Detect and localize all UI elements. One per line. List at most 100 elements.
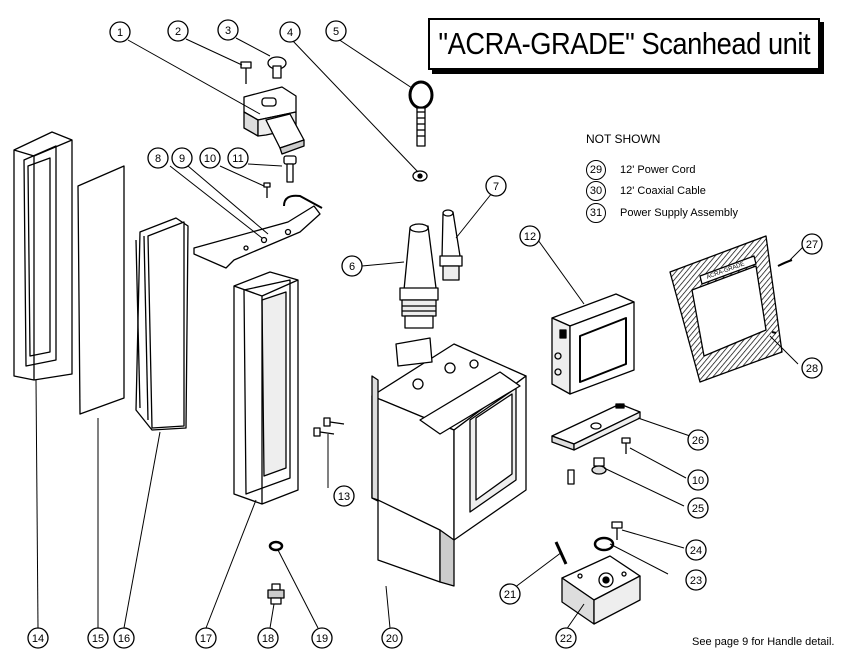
part-28-faceplate: ACRA-GRADE [669, 235, 783, 383]
callout-number: 4 [287, 27, 293, 39]
callout-2: 2 [167, 20, 189, 42]
part-25-fitting [567, 457, 607, 485]
part-4-nut [412, 170, 428, 182]
not-shown-item: 30 12' Coaxial Cable [586, 181, 706, 201]
callout-number: 3 [225, 25, 231, 37]
part-16-cushion [135, 217, 189, 431]
callout-number: 9 [179, 153, 185, 165]
callout-18: 18 [257, 627, 279, 649]
callout-number: 5 [333, 26, 339, 38]
part-27-screw [777, 259, 793, 267]
part-1-bracket [243, 86, 305, 155]
callout-number: 14 [32, 633, 44, 645]
not-shown-label: 12' Power Cord [620, 164, 696, 176]
not-shown-number: 29 [586, 160, 606, 180]
callout-3: 3 [217, 19, 239, 41]
callout-9: 9 [171, 147, 193, 169]
callout-7: 7 [485, 175, 507, 197]
title-box: "ACRA-GRADE" Scanhead unit [428, 18, 820, 70]
callout-10: 10 [199, 147, 221, 169]
callout-22: 22 [555, 627, 577, 649]
not-shown-number: 30 [586, 181, 606, 201]
not-shown-item: 31 Power Supply Assembly [586, 203, 738, 223]
callout-24: 24 [685, 539, 707, 561]
callout-8: 8 [147, 147, 169, 169]
part-20-housing [371, 337, 527, 587]
callout-number: 10 [204, 153, 216, 165]
callout-number: 22 [560, 633, 572, 645]
part-26-plate [551, 403, 641, 451]
not-shown-item: 29 12' Power Cord [586, 160, 695, 180]
part-7-connector [439, 209, 463, 281]
part-3-knob [267, 56, 287, 79]
callout-10: 10 [687, 469, 709, 491]
part-22-handle-block [561, 555, 641, 625]
callout-21: 21 [499, 583, 521, 605]
callout-12: 12 [519, 225, 541, 247]
not-shown-number: 31 [586, 203, 606, 223]
callout-number: 13 [338, 491, 350, 503]
callout-number: 24 [690, 545, 702, 557]
part-6-connector [399, 223, 439, 329]
callout-number: 8 [155, 153, 161, 165]
not-shown-label: 12' Coaxial Cable [620, 185, 706, 197]
callout-28: 28 [801, 357, 823, 379]
part-17-frame [233, 271, 299, 505]
callout-number: 26 [692, 435, 704, 447]
callout-number: 6 [349, 261, 355, 273]
callout-4: 4 [279, 21, 301, 43]
callout-13: 13 [333, 485, 355, 507]
callout-number: 16 [118, 633, 130, 645]
part-23-washer [593, 536, 615, 552]
part-11-screw [283, 155, 297, 183]
callout-17: 17 [195, 627, 217, 649]
callout-number: 20 [386, 633, 398, 645]
callout-23: 23 [685, 569, 707, 591]
part-13-screws [313, 417, 345, 437]
part-12-display [551, 293, 635, 395]
callout-number: 27 [806, 239, 818, 251]
callout-25: 25 [687, 497, 709, 519]
callout-14: 14 [27, 627, 49, 649]
part-14-frame [13, 131, 73, 381]
not-shown-heading: NOT SHOWN [586, 132, 661, 146]
callout-1: 1 [109, 21, 131, 43]
part-24-screw [611, 521, 623, 540]
callout-number: 17 [200, 633, 212, 645]
callout-number: 19 [316, 633, 328, 645]
leader-lines [35, 37, 805, 631]
callout-number: 1 [117, 27, 123, 39]
callout-number: 15 [92, 633, 104, 645]
callout-5: 5 [325, 20, 347, 42]
part-2-screw [240, 61, 252, 84]
part-18-fitting [267, 583, 285, 605]
part-10b-screw [621, 437, 631, 454]
callout-number: 10 [692, 475, 704, 487]
callout-6: 6 [341, 255, 363, 277]
part-10-screw [263, 182, 271, 198]
callout-19: 19 [311, 627, 333, 649]
part-5-eye-bolt [408, 80, 434, 147]
diagram-title: "ACRA-GRADE" Scanhead unit [438, 26, 810, 61]
not-shown-label: Power Supply Assembly [620, 207, 738, 219]
callout-number: 12 [524, 231, 536, 243]
callout-15: 15 [87, 627, 109, 649]
callout-20: 20 [381, 627, 403, 649]
part-15-glass [77, 165, 125, 415]
callout-27: 27 [801, 233, 823, 255]
callout-number: 7 [493, 181, 499, 193]
callout-number: 18 [262, 633, 274, 645]
callout-11: 11 [227, 147, 249, 169]
part-19-washer [268, 540, 284, 552]
callout-number: 25 [692, 503, 704, 515]
callout-number: 28 [806, 363, 818, 375]
callout-number: 2 [175, 26, 181, 38]
callout-26: 26 [687, 429, 709, 451]
callout-number: 21 [504, 589, 516, 601]
callout-number: 11 [232, 153, 243, 165]
callout-number: 23 [690, 575, 702, 587]
callout-16: 16 [113, 627, 135, 649]
